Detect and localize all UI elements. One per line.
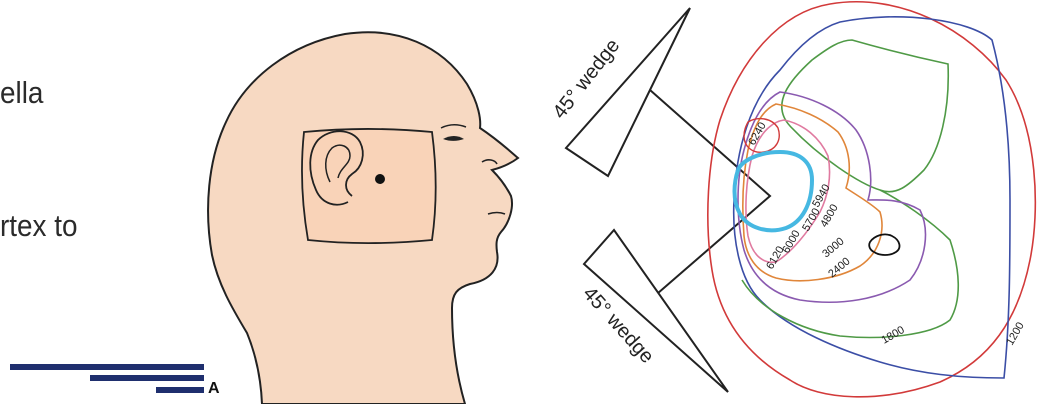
isodose-label: 6240 xyxy=(746,120,769,147)
isodose-line-green xyxy=(742,40,958,337)
head-profile-illustration xyxy=(208,32,518,404)
radiation-field xyxy=(302,129,436,243)
target-point xyxy=(375,174,385,184)
isodose-label: 1800 xyxy=(880,324,907,347)
isodose-label: 2400 xyxy=(826,255,852,280)
isodose-diagram: 45° wedge 45° wedge 6240 5940 5700 4800 … xyxy=(549,2,1036,397)
hot-spot-contour xyxy=(869,234,899,255)
isodose-line-blue xyxy=(734,17,1010,378)
